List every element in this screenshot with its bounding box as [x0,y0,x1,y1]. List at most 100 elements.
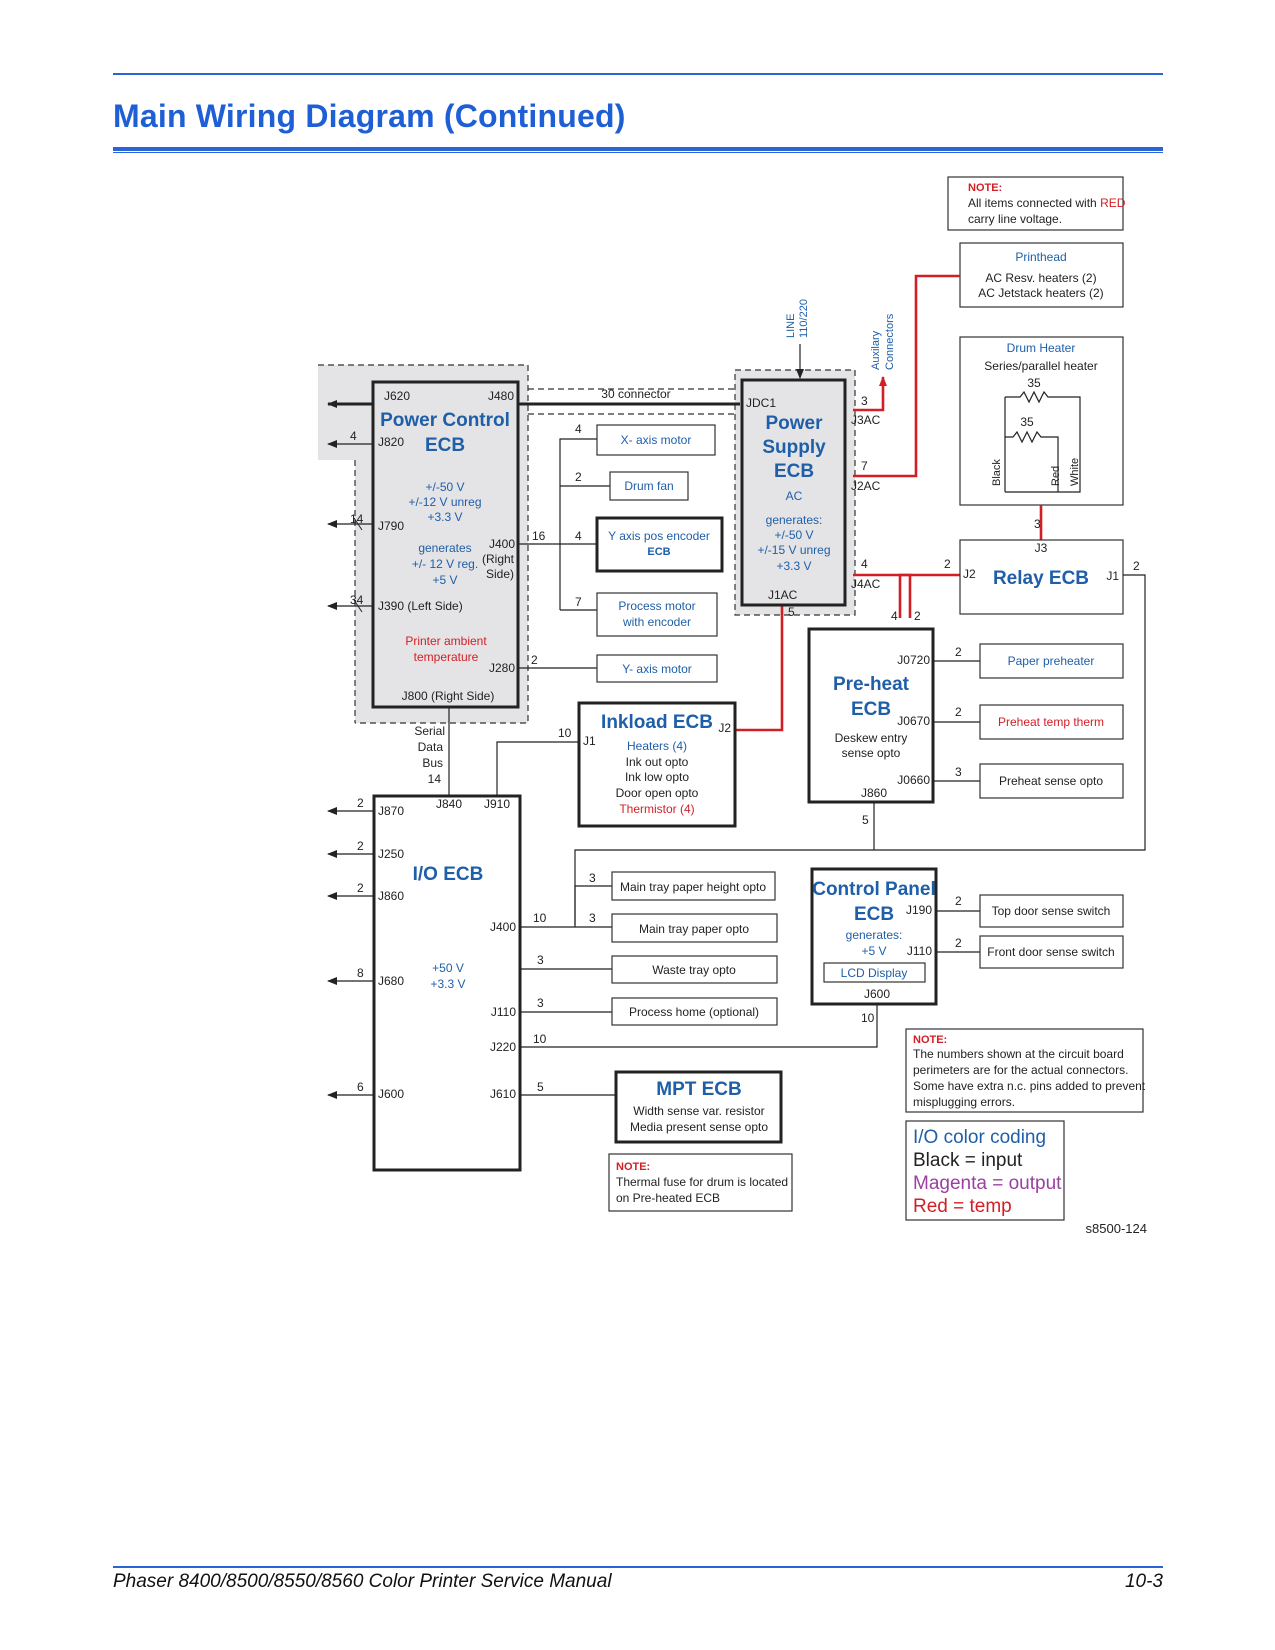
svg-text:J610: J610 [490,1087,516,1101]
svg-text:6: 6 [357,1080,364,1094]
svg-text:ECB: ECB [647,546,670,558]
preheat-temp-therm-box: Preheat temp therm [979,704,1124,740]
svg-text:110/220: 110/220 [798,299,810,338]
footer-page-number: 10-3 [1124,1571,1163,1592]
svg-text:Relay ECB: Relay ECB [993,568,1089,589]
thirty-pin-connector-wire: 30 connector [518,387,740,406]
relay-j1-wire [574,574,1146,925]
process-motor-box: Process motor with encoder [596,592,718,637]
svg-text:7: 7 [861,459,868,473]
svg-text:perimeters are for the actual: perimeters are for the actual connectors… [913,1063,1128,1077]
svg-text:J390 (Left Side): J390 (Left Side) [378,599,463,613]
svg-text:4: 4 [861,557,868,571]
svg-text:Front door sense switch: Front door sense switch [987,945,1114,959]
svg-text:7: 7 [575,595,582,609]
svg-text:Heaters (4): Heaters (4) [627,739,687,753]
drum-heater-box: Drum Heater Series/parallel heater 35 35… [959,336,1124,506]
svg-text:2: 2 [575,470,582,484]
svg-text:I/O ECB: I/O ECB [413,864,484,885]
svg-text:J820: J820 [378,435,404,449]
svg-text:Media present sense opto: Media present sense opto [630,1120,768,1134]
svg-text:White: White [1069,458,1081,486]
svg-text:J3: J3 [1035,541,1048,555]
svg-text:3: 3 [589,871,596,885]
svg-text:5: 5 [788,605,795,619]
svg-text:2: 2 [914,609,921,623]
note-line-voltage: NOTE: All items connected with RED carry… [947,176,1126,231]
svg-text:MPT ECB: MPT ECB [656,1079,742,1100]
svg-text:Control Panel: Control Panel [812,879,936,900]
svg-text:AC Resv. heaters (2): AC Resv. heaters (2) [985,271,1096,285]
y-axis-encoder-box: Y axis pos encoder ECB [595,516,724,573]
svg-text:Y axis pos encoder: Y axis pos encoder [608,529,710,543]
power-control-ecb: J620 J480 Power Control ECB J820 +/-50 V… [371,380,520,709]
svg-text:J190: J190 [906,903,932,917]
svg-text:Red = temp: Red = temp [913,1196,1012,1217]
svg-text:+/- 12 V reg.: +/- 12 V reg. [412,557,478,571]
svg-text:Y- axis motor: Y- axis motor [622,662,692,676]
y-axis-motor-box: Y- axis motor [596,654,718,683]
svg-text:Drum Heater: Drum Heater [1007,341,1076,355]
line-input-label: LINE 110/220 [785,299,810,379]
svg-text:Thermistor (4): Thermistor (4) [619,802,694,816]
title-underline-thin [113,152,1163,153]
inkload-ecb: Inkload ECB J1 J2 Heaters (4) Ink out op… [577,701,737,828]
svg-text:J400: J400 [490,920,516,934]
svg-text:3: 3 [1034,517,1041,531]
relay-ecb: Relay ECB J2 J1 J3 [959,539,1124,615]
svg-text:X- axis motor: X- axis motor [621,433,692,447]
waste-tray-opto-box: Waste tray opto [611,955,778,984]
mpt-ecb: MPT ECB Width sense var. resistor Media … [614,1070,783,1144]
svg-text:carry line voltage.: carry line voltage. [968,212,1062,226]
svg-text:Process motor: Process motor [618,599,695,613]
svg-text:2: 2 [531,653,538,667]
svg-text:34: 34 [350,593,364,607]
svg-text:J110: J110 [491,1005,516,1019]
auxiliary-connectors-label: Auxilary Connectors [870,313,896,370]
svg-text:10: 10 [533,1032,547,1046]
preheat-sense-opto-box: Preheat sense opto [979,763,1124,799]
svg-text:+3.3 V: +3.3 V [430,977,465,991]
svg-text:The numbers shown at the circu: The numbers shown at the circuit board [913,1047,1124,1061]
svg-text:JDC1: JDC1 [746,396,776,410]
svg-text:10: 10 [533,911,547,925]
svg-text:AC Jetstack heaters (2): AC Jetstack heaters (2) [978,286,1103,300]
svg-text:Printer ambient: Printer ambient [405,634,487,648]
svg-text:+3.3 V: +3.3 V [427,510,462,524]
svg-text:5: 5 [862,813,869,827]
svg-text:Power Control: Power Control [380,410,510,431]
svg-text:Ink low opto: Ink low opto [625,770,689,784]
svg-text:Power: Power [765,413,823,434]
io-color-coding-key: I/O color coding Black = input Magenta =… [905,1120,1065,1221]
svg-text:Door open opto: Door open opto [616,786,699,800]
svg-text:J800 (Right Side): J800 (Right Side) [402,689,495,703]
svg-text:Inkload ECB: Inkload ECB [601,712,713,733]
svg-text:J0670: J0670 [897,714,930,728]
svg-text:NOTE:: NOTE: [968,182,1002,194]
power-control-external-wires [327,400,373,613]
io-ecb: J870 J840 J910 J250 I/O ECB J860 J400 +5… [372,794,522,1172]
top-rule [113,73,1163,75]
svg-text:J1AC: J1AC [768,588,798,602]
heater-resistor-network [1004,390,1081,493]
svg-text:Red: Red [1050,466,1062,486]
svg-text:J2AC: J2AC [851,479,881,493]
svg-text:Pre-heat: Pre-heat [833,674,910,695]
svg-text:4: 4 [575,422,582,436]
svg-text:Connectors: Connectors [884,313,896,370]
x-axis-motor-box: X- axis motor [596,424,716,456]
svg-text:4: 4 [575,529,582,543]
red-line-voltage-wires [735,274,1043,732]
svg-text:+5 V: +5 V [432,573,457,587]
note-thermal-fuse: NOTE: Thermal fuse for drum is located o… [608,1153,793,1212]
svg-text:Main tray paper opto: Main tray paper opto [639,922,749,936]
note-connector-numbers: NOTE: The numbers shown at the circuit b… [905,1028,1146,1113]
svg-text:+50 V: +50 V [432,961,464,975]
io-right-wires [520,885,878,1096]
svg-text:Waste tray opto: Waste tray opto [652,963,736,977]
svg-text:NOTE:: NOTE: [616,1161,650,1173]
footer-rule [113,1566,1163,1568]
svg-text:2: 2 [955,894,962,908]
svg-text:Width sense var. resistor: Width sense var. resistor [633,1104,764,1118]
svg-text:8: 8 [357,966,364,980]
